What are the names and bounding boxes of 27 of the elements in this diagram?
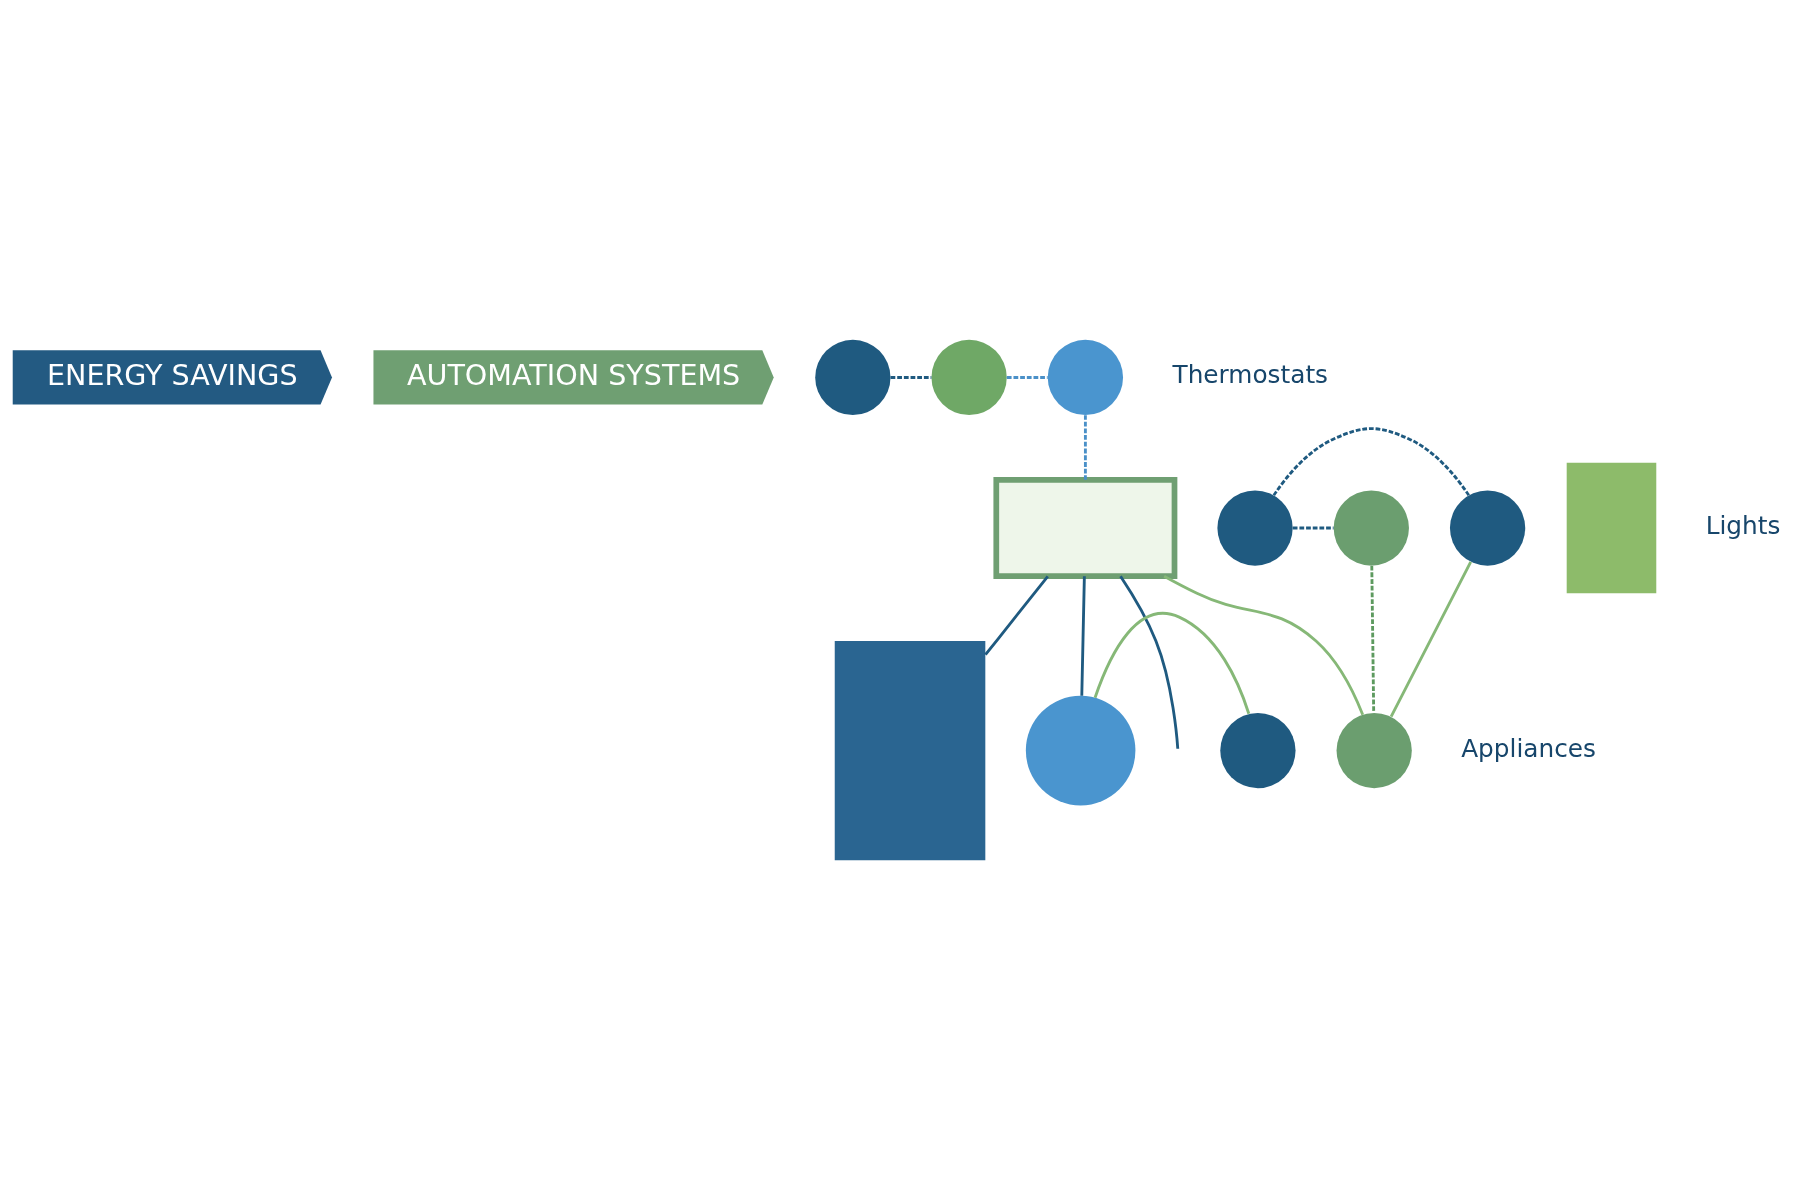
node-circle — [1333, 490, 1409, 566]
label: Appliances — [1461, 733, 1596, 763]
node-box — [993, 477, 1178, 580]
connector — [1370, 565, 1376, 713]
node-box — [1566, 462, 1657, 594]
node-circle — [1025, 695, 1136, 806]
connector — [890, 376, 932, 379]
node-circle — [1047, 339, 1124, 416]
label: Lights — [1705, 511, 1781, 541]
node-circle — [815, 339, 891, 416]
connector — [1083, 415, 1087, 480]
node-circle — [1336, 712, 1412, 789]
node-box — [834, 641, 986, 861]
node-circle — [1220, 712, 1296, 789]
connector — [1389, 561, 1472, 718]
connector — [1119, 575, 1180, 749]
connector — [1093, 612, 1251, 715]
node-circle — [931, 339, 1007, 416]
label: Thermostats — [1172, 360, 1329, 390]
connector — [1163, 575, 1365, 716]
connector — [984, 575, 1049, 656]
connector — [1080, 576, 1086, 696]
connector — [1272, 427, 1470, 497]
connector — [1292, 526, 1334, 530]
connector — [1006, 376, 1048, 379]
node-circle — [1449, 490, 1526, 566]
node-circle — [1217, 490, 1293, 566]
